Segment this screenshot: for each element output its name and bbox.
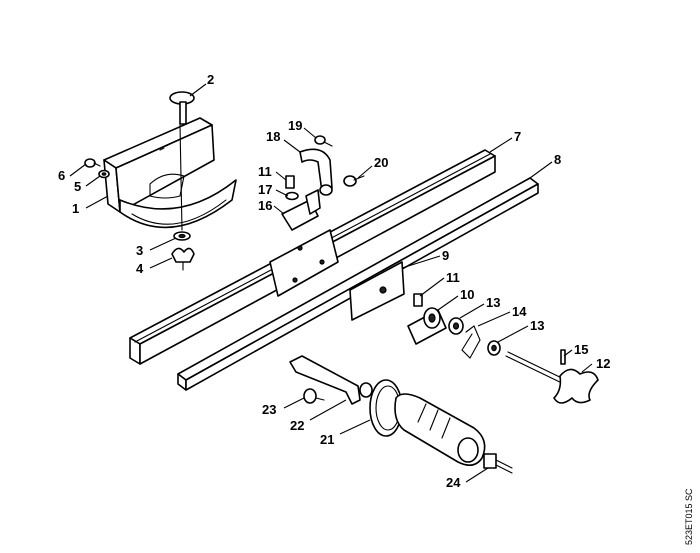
center-plate <box>269 229 339 297</box>
callout-2: 2 <box>207 72 214 87</box>
diagram-code: 523ET015 SC <box>684 488 694 545</box>
callout-18: 18 <box>266 129 280 144</box>
screw-19 <box>314 135 333 147</box>
callout-22: 22 <box>290 418 304 433</box>
screw-11-top <box>285 175 295 189</box>
washer-17 <box>285 191 299 201</box>
callout-15: 15 <box>574 342 588 357</box>
nut-13-right <box>487 340 501 356</box>
callout-17: 17 <box>258 182 272 197</box>
callout-8: 8 <box>554 152 561 167</box>
callout-6: 6 <box>58 168 65 183</box>
callout-14: 14 <box>512 304 527 319</box>
plate-9 <box>349 261 405 321</box>
miter-gauge-1 <box>103 117 237 231</box>
bolt-24 <box>483 453 513 474</box>
callout-4: 4 <box>136 261 144 276</box>
callout-13-right: 13 <box>530 318 544 333</box>
callout-19: 19 <box>288 118 302 133</box>
screw-20 <box>343 175 365 187</box>
clip-18 <box>299 148 333 196</box>
callouts: 2 19 18 7 8 6 5 1 11 17 16 20 3 4 9 11 1… <box>58 72 610 490</box>
callout-21: 21 <box>320 432 334 447</box>
bracket-10 <box>407 307 447 345</box>
callout-12: 12 <box>596 356 610 371</box>
pin-15 <box>560 349 566 365</box>
callout-11-top: 11 <box>258 164 272 179</box>
callout-24: 24 <box>446 475 461 490</box>
callout-16: 16 <box>258 198 272 213</box>
handle-21 <box>369 379 486 466</box>
washer-5 <box>98 169 110 179</box>
callout-10: 10 <box>460 287 474 302</box>
knob-12 <box>505 351 599 404</box>
bracket-16 <box>281 189 321 231</box>
wing-nut-4 <box>171 247 195 271</box>
callout-9: 9 <box>442 248 449 263</box>
nut-13-left <box>448 317 464 335</box>
screw-23 <box>303 388 325 404</box>
bolt-2 <box>169 91 195 125</box>
screw-11-right <box>413 293 423 307</box>
leader-lines <box>69 83 593 483</box>
callout-20: 20 <box>374 155 388 170</box>
washer-3 <box>173 231 191 241</box>
callout-7: 7 <box>514 129 521 144</box>
spring-14 <box>461 325 481 359</box>
callout-3: 3 <box>136 243 143 258</box>
holder-22 <box>289 355 373 405</box>
callout-11-right: 11 <box>446 270 460 285</box>
callout-5: 5 <box>74 179 81 194</box>
screw-6 <box>84 158 101 168</box>
callout-1: 1 <box>72 201 79 216</box>
callout-23: 23 <box>262 402 276 417</box>
callout-13-left: 13 <box>486 295 500 310</box>
